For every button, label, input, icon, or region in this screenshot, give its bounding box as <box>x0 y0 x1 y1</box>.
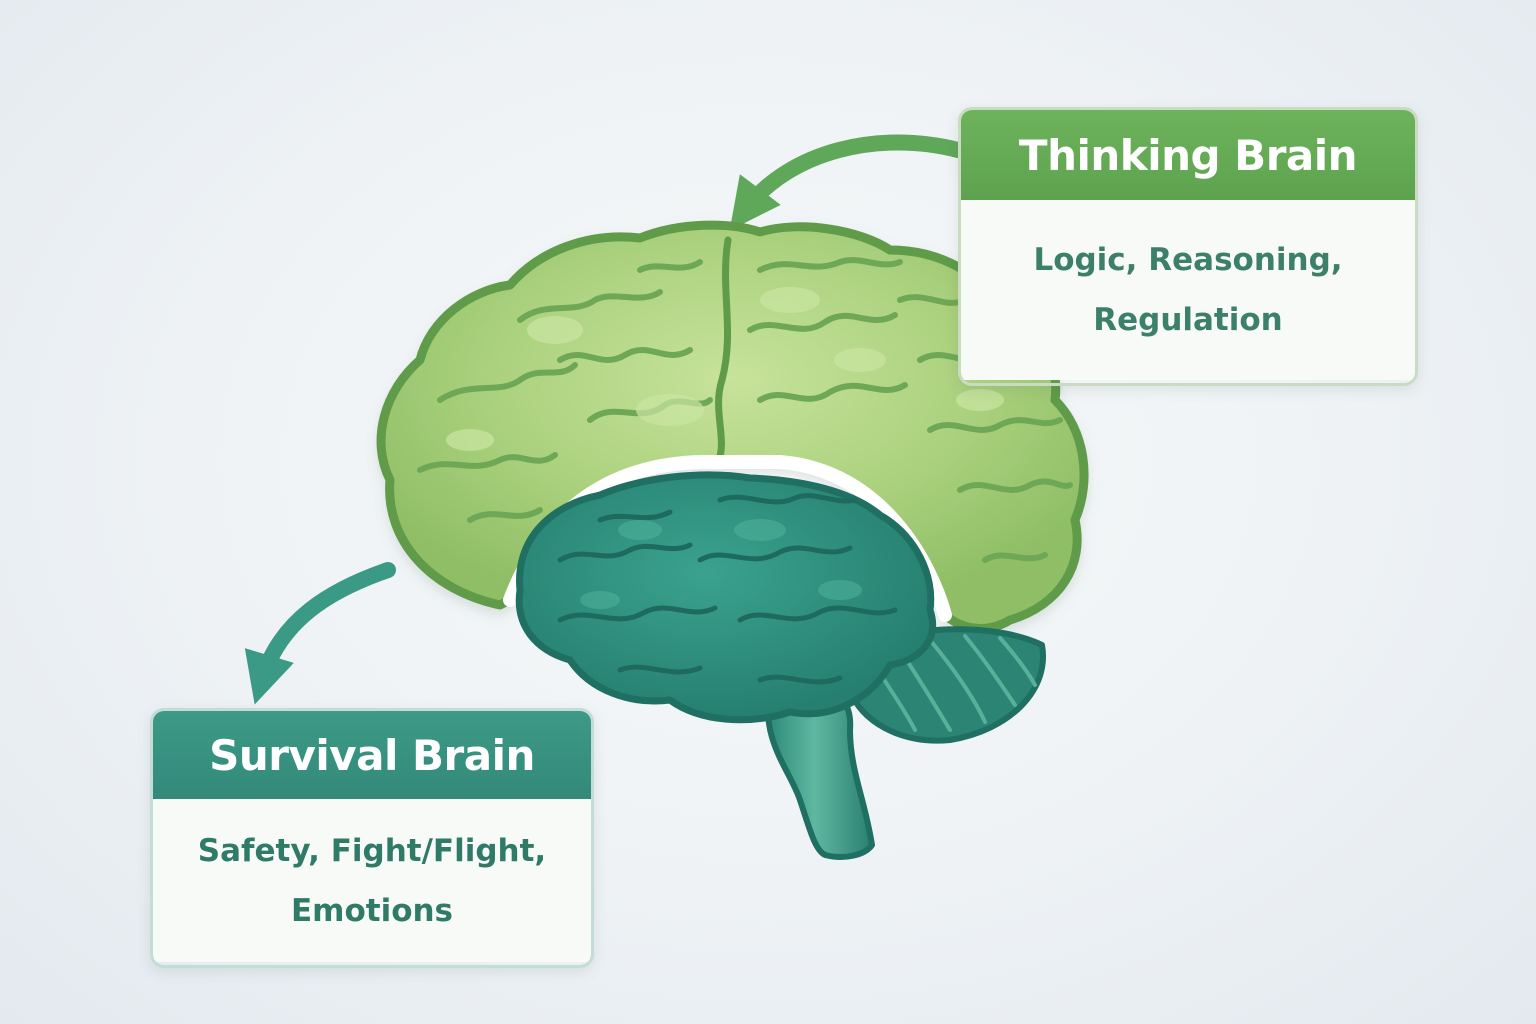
thinking-brain-card: Thinking Brain Logic, Reasoning, Regulat… <box>958 107 1418 386</box>
thinking-brain-title: Thinking Brain <box>961 110 1415 200</box>
survival-brain-description: Safety, Fight/Flight, Emotions <box>153 799 591 962</box>
survival-brain-line-2: Emotions <box>290 892 454 929</box>
survival-brain-line-1: Safety, Fight/Flight, <box>197 832 547 869</box>
thinking-brain-line-1: Logic, Reasoning, <box>1033 242 1343 278</box>
brainstem-icon <box>765 687 875 860</box>
survival-brain-title: Survival Brain <box>153 711 591 799</box>
thinking-brain-description: Logic, Reasoning, Regulation <box>961 200 1415 380</box>
survival-brain-card: Survival Brain Safety, Fight/Flight, Emo… <box>150 708 594 968</box>
limbic-brain-icon <box>515 471 937 724</box>
thinking-brain-line-2: Regulation <box>1093 302 1283 338</box>
survival-arrow <box>244 562 396 705</box>
thinking-arrow <box>729 134 966 231</box>
